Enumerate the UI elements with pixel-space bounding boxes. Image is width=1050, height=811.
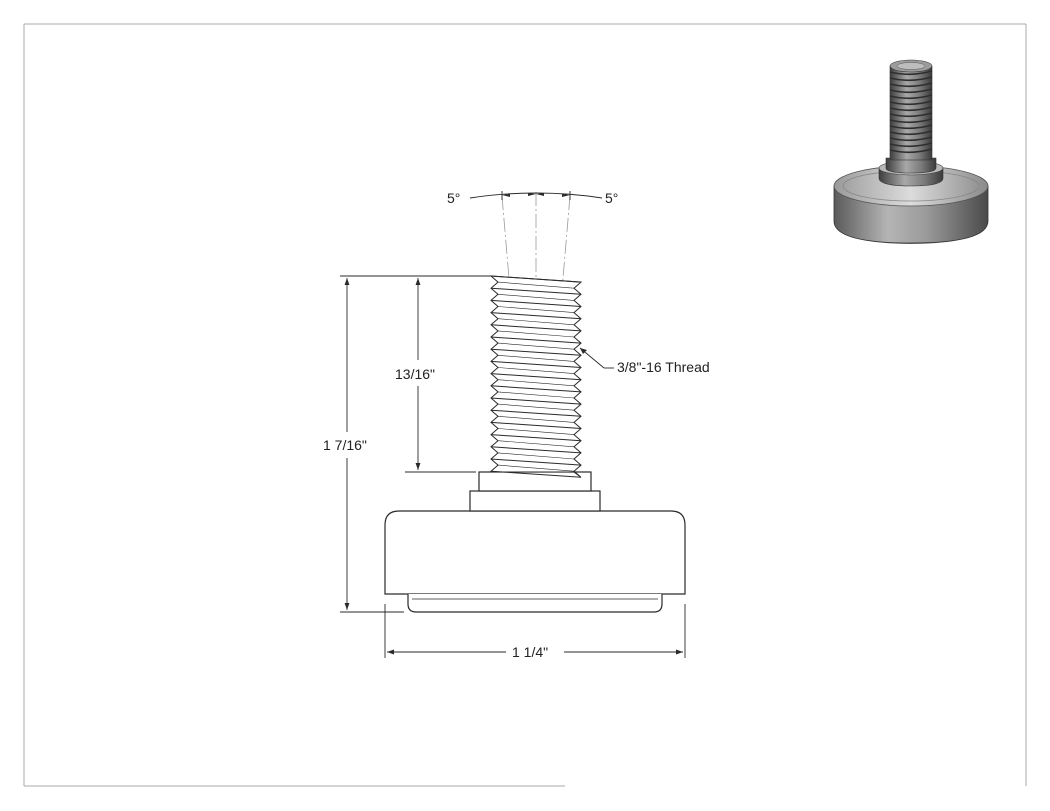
thread-root-line xyxy=(497,464,575,472)
thread-crest-line xyxy=(490,373,582,381)
iso-thread-line xyxy=(889,118,933,124)
thread-length-dimension xyxy=(405,275,491,473)
iso-thread-line xyxy=(889,148,933,154)
threaded-stud xyxy=(489,275,583,478)
thread-root-line xyxy=(497,330,575,338)
thread-root-line xyxy=(497,452,575,460)
thread-root-line xyxy=(497,281,575,289)
angle-right-label: 5° xyxy=(605,190,618,206)
iso-thread-line xyxy=(889,112,933,118)
thread-crest-line xyxy=(490,336,582,344)
sheet-border xyxy=(23,23,1027,787)
thread-crest-line xyxy=(490,421,582,429)
thread-length-label: 13/16" xyxy=(395,366,435,382)
iso-thread-line xyxy=(889,142,933,148)
iso-thread-line xyxy=(889,106,933,112)
thread-crest-line xyxy=(490,385,582,393)
thread-crest-line xyxy=(490,275,582,283)
iso-thread-line xyxy=(889,94,933,100)
thread-root-line xyxy=(497,294,575,301)
iso-thread-line xyxy=(889,130,933,136)
thread-crest-line xyxy=(490,324,582,332)
thread-crest-line xyxy=(490,397,582,405)
thread-root-line xyxy=(497,440,575,448)
base-width-label: 1 1/4" xyxy=(512,644,548,660)
iso-thread-line xyxy=(889,136,933,142)
iso-thread-line xyxy=(889,124,933,130)
overall-height-dimension xyxy=(340,275,405,613)
angle-left-label: 5° xyxy=(447,190,460,206)
thread-root-line xyxy=(497,403,575,411)
thread-crest-line xyxy=(490,299,582,307)
collar xyxy=(469,471,601,512)
base-width-dimension xyxy=(384,604,686,658)
thread-callout-label: 3/8"-16 Thread xyxy=(617,359,710,375)
thread-crest-line xyxy=(490,409,582,417)
base-foot xyxy=(384,510,686,613)
thread-root-line xyxy=(497,379,575,387)
thread-crest-line xyxy=(490,287,582,295)
thread-crest-line xyxy=(490,312,582,320)
iso-thread-line xyxy=(889,82,933,88)
iso-thread-line xyxy=(889,70,933,76)
thread-root-line xyxy=(497,428,575,435)
thread-crest-line xyxy=(490,458,582,466)
thread-root-line xyxy=(497,342,575,350)
thread-crest-line xyxy=(490,446,582,454)
thread-root-line xyxy=(497,318,575,326)
thread-crest-line xyxy=(490,348,582,356)
thread-root-line xyxy=(497,306,575,313)
thread-crest-line xyxy=(490,434,582,442)
overall-height-label: 1 7/16" xyxy=(323,437,367,453)
iso-thread-line xyxy=(889,88,933,94)
angle-dimension xyxy=(469,191,603,200)
isometric-render xyxy=(833,59,989,244)
iso-thread-line xyxy=(889,76,933,82)
thread-root-line xyxy=(497,416,575,423)
thread-crest-line xyxy=(490,360,582,368)
thread-root-line xyxy=(497,367,575,374)
iso-thread-line xyxy=(889,100,933,106)
thread-root-line xyxy=(497,391,575,399)
thread-root-line xyxy=(497,355,575,362)
thread-callout xyxy=(579,347,614,369)
